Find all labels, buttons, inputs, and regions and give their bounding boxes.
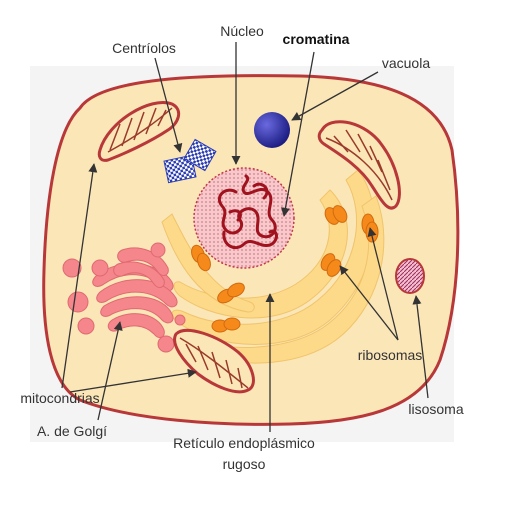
- golgi-apparatus: [62, 242, 186, 353]
- mitochondrion-right: [317, 120, 401, 210]
- pointer-lines: [61, 42, 429, 432]
- label-reticulo-line2: rugoso: [223, 456, 266, 472]
- mitochondria: [97, 101, 401, 394]
- label-cromatina: cromatina: [283, 31, 350, 47]
- label-ribosomas: ribosomas: [358, 347, 423, 363]
- label-nucleo: Núcleo: [220, 23, 264, 39]
- centrioles: [163, 138, 217, 184]
- label-vacuola: vacuola: [382, 55, 430, 71]
- mitochondrion-bottom: [173, 328, 255, 394]
- label-mitocondrias: mitocondrias: [20, 390, 99, 406]
- endoplasmic-reticulum: [161, 169, 385, 364]
- labels: Núcleo Centríolos cromatina vacuola ribo…: [20, 23, 464, 472]
- mitochondrion-top-left: [97, 101, 181, 162]
- label-golgi: A. de Golgí: [37, 423, 107, 439]
- nucleus: [193, 167, 295, 269]
- chromatin: [217, 174, 278, 249]
- label-lisosoma: lisosoma: [408, 401, 463, 417]
- label-centriolos: Centríolos: [112, 40, 176, 56]
- lysosome: [395, 258, 425, 294]
- vacuole: [254, 112, 290, 148]
- label-reticulo-line1: Retículo endoplásmico: [173, 435, 315, 451]
